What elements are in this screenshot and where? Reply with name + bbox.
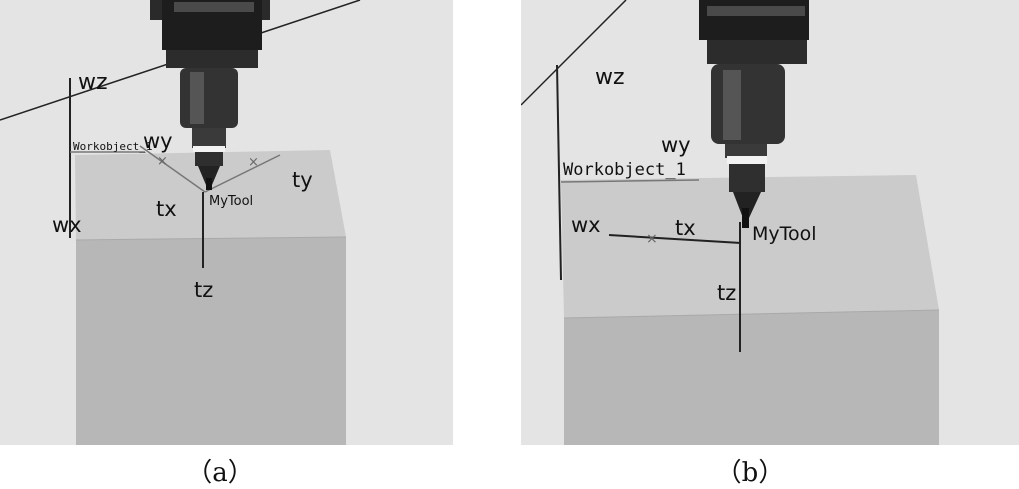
wy-label: wy xyxy=(661,133,691,157)
scene-a-svg: × × wz wy Workobject_1 wx tx ty tz MyToo… xyxy=(0,0,361,445)
robot-tool xyxy=(699,0,809,228)
robot-tool xyxy=(150,0,270,190)
wy-label: wy xyxy=(143,129,173,153)
tz-label: tz xyxy=(717,281,736,305)
block-edge xyxy=(563,309,940,319)
tool-x-axis xyxy=(608,234,742,244)
block-edge xyxy=(75,236,347,241)
tool-label: MyTool xyxy=(752,223,817,245)
y-marker: × xyxy=(248,155,259,170)
workobject-x-axis xyxy=(560,179,700,183)
block-top-face xyxy=(75,150,346,240)
tool-label: MyTool xyxy=(209,194,253,209)
scene-panel-a: × × wz wy Workobject_1 wx tx ty tz MyToo… xyxy=(0,0,453,445)
scene-b-svg: × wz wy Workobject_1 wx tx tz MyTool xyxy=(521,0,940,445)
workobject-label: Workobject_1 xyxy=(563,160,686,180)
scene-panel-b: × wz wy Workobject_1 wx tx tz MyTool xyxy=(521,0,1019,445)
tool-y-axis xyxy=(204,154,281,193)
block-front-face xyxy=(76,237,346,445)
tx-label: tx xyxy=(156,197,177,221)
world-diagonal-line xyxy=(521,0,627,106)
wx-label: wx xyxy=(571,213,601,237)
tz-label: tz xyxy=(194,278,213,302)
world-z-axis xyxy=(556,64,562,281)
wz-label: wz xyxy=(595,65,625,90)
tx-label: tx xyxy=(675,216,696,240)
block-top-face xyxy=(561,175,939,318)
workobject-label: Workobject_1 xyxy=(73,140,152,153)
caption-b: （b） xyxy=(715,458,785,488)
wz-label: wz xyxy=(78,70,108,95)
caption-a: （a） xyxy=(186,458,254,488)
x-marker: × xyxy=(646,231,658,247)
ty-label: ty xyxy=(292,168,313,192)
block-front-face xyxy=(564,310,939,445)
tool-x-axis xyxy=(139,145,206,193)
x-marker: × xyxy=(157,154,168,169)
wx-label: wx xyxy=(52,213,82,237)
